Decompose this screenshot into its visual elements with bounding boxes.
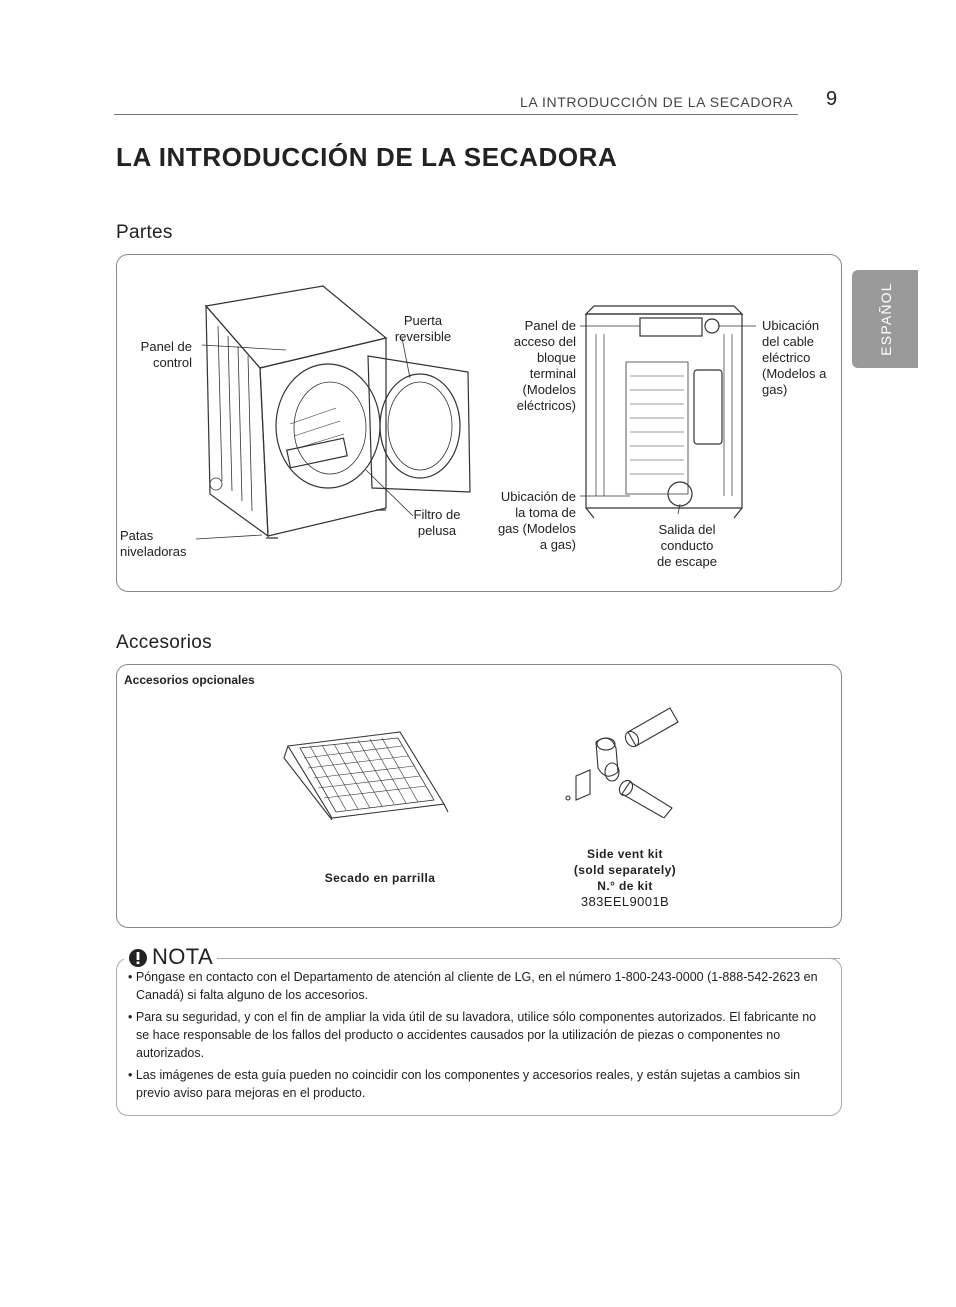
exclamation-icon — [128, 948, 148, 968]
page-title: LA INTRODUCCIÓN DE LA SECADORA — [116, 142, 617, 173]
side-vent-kit-illustration — [560, 702, 686, 818]
nota-title: NOTA — [152, 944, 213, 969]
label-puerta-reversible: Puerta reversible — [386, 313, 460, 345]
nota-list: Póngase en contacto con el Departamento … — [126, 968, 832, 1106]
label-salida-conducto: Salida del conducto de escape — [646, 522, 728, 570]
partes-heading: Partes — [116, 222, 173, 244]
label-ubicacion-gas: Ubicación de la toma de gas (Modelos a g… — [480, 489, 576, 553]
label-ubicacion-cable: Ubicación del cable eléctrico (Modelos a… — [762, 318, 840, 398]
header-rule — [114, 114, 798, 115]
page-number: 9 — [826, 88, 837, 111]
kit-caption-line-2: (sold separately) — [550, 862, 700, 878]
nota-item: Póngase en contacto con el Departamento … — [126, 968, 832, 1004]
kit-caption-line-4: 383EEL9001B — [550, 894, 700, 910]
drying-rack-illustration — [280, 728, 452, 820]
accesorios-subtitle: Accesorios opcionales — [124, 673, 255, 687]
kit-caption: Side vent kit (sold separately) N.° de k… — [550, 846, 700, 910]
nota-item: Las imágenes de esta guía pueden no coin… — [126, 1066, 832, 1102]
label-patas-niveladoras: Patas niveladoras — [120, 528, 200, 560]
dryer-front-illustration — [118, 256, 838, 588]
kit-caption-line-3: N.° de kit — [550, 878, 700, 894]
label-panel-acceso: Panel de acceso del bloque terminal (Mod… — [494, 318, 576, 414]
nota-rule — [236, 958, 840, 959]
accesorios-heading: Accesorios — [116, 632, 212, 654]
rack-caption: Secado en parrilla — [300, 870, 460, 886]
nota-heading: NOTA — [124, 944, 217, 970]
nota-item: Para su seguridad, y con el fin de ampli… — [126, 1008, 832, 1062]
label-filtro-pelusa: Filtro de pelusa — [404, 507, 470, 539]
side-tab-label: ESPAÑOL — [872, 270, 900, 368]
label-panel-control: Panel de control — [120, 339, 192, 371]
accesorios-frame — [116, 664, 842, 928]
language-side-tab: ESPAÑOL — [852, 270, 918, 368]
running-title: LA INTRODUCCIÓN DE LA SECADORA — [520, 94, 793, 110]
kit-caption-line-1: Side vent kit — [550, 846, 700, 862]
